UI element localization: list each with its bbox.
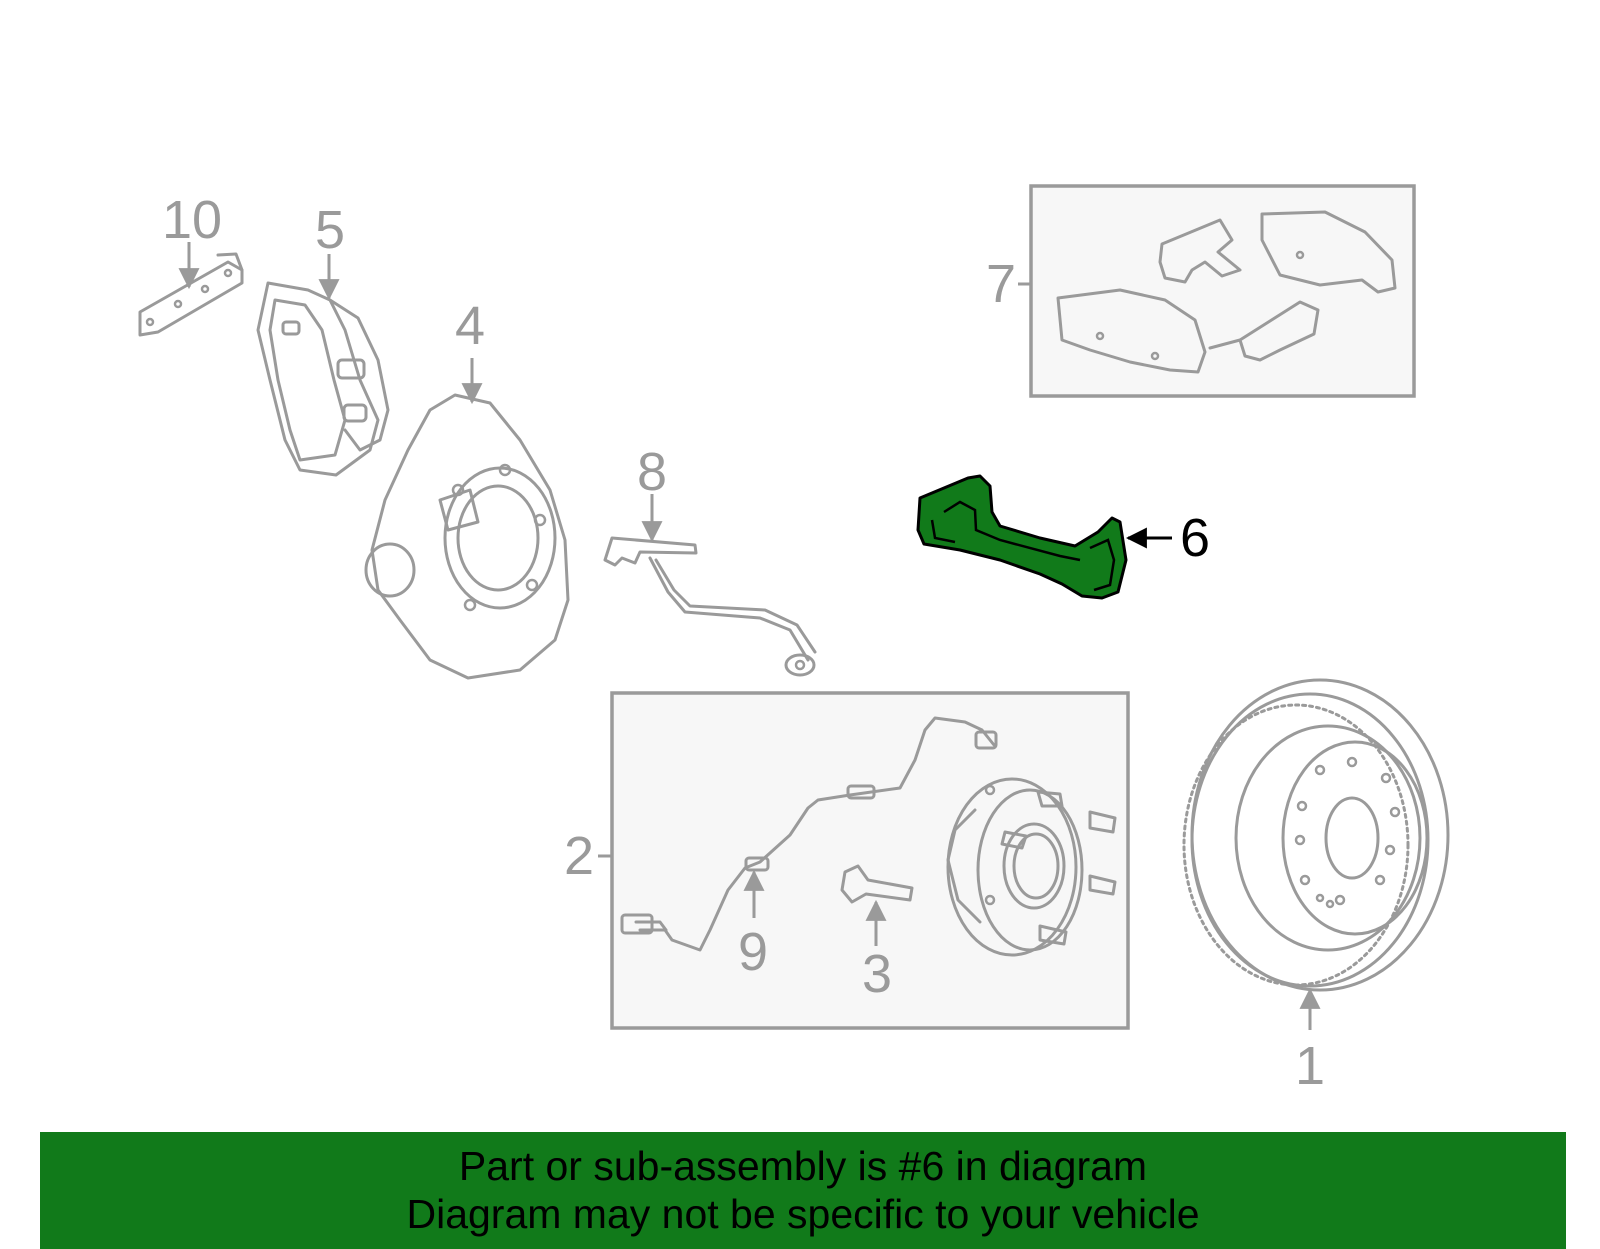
callout-3: 3: [862, 944, 892, 1004]
banner-line-part-number: Part or sub-assembly is #6 in diagram: [458, 1143, 1148, 1189]
part-info-banner: Part or sub-assembly is #6 in diagram Di…: [40, 1132, 1566, 1249]
callout-5: 5: [315, 200, 345, 260]
part-6-caliper-bracket: [916, 474, 1172, 600]
callout-6: 6: [1180, 508, 1210, 568]
callout-9: 9: [738, 922, 768, 982]
callout-4: 4: [455, 296, 485, 356]
callout-8: 8: [637, 442, 667, 502]
callout-1: 1: [1295, 1036, 1325, 1096]
part-5-caliper: [256, 254, 390, 477]
part-2-hub-box: [598, 691, 1130, 1030]
callout-10: 10: [162, 190, 222, 250]
part-10-bracket: [138, 242, 244, 337]
banner-line-disclaimer: Diagram may not be specific to your vehi…: [406, 1191, 1200, 1237]
part-4-splash-shield: [364, 358, 570, 680]
part-7-pad-kit-box: [1018, 184, 1416, 398]
callout-2: 2: [564, 826, 594, 886]
part-8-hose: [603, 494, 817, 677]
part-1-rotor: [1182, 678, 1450, 1030]
callout-7: 7: [986, 254, 1016, 314]
